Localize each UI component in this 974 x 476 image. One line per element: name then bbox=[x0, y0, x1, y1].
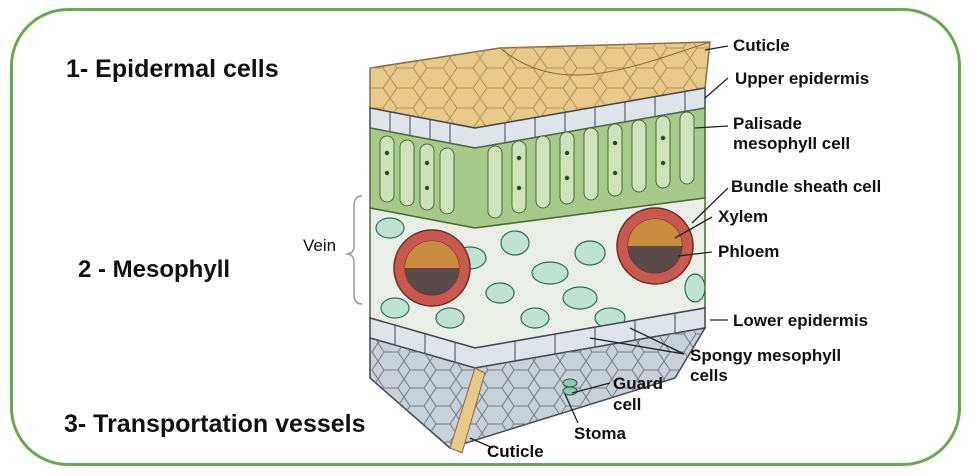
label-palisade-line2: mesophyll cell bbox=[733, 134, 850, 153]
label-stoma: Stoma bbox=[574, 424, 626, 443]
label-cuticle-top: Cuticle bbox=[733, 36, 790, 55]
leaf-cross-section-diagram: Cuticle Upper epidermis Palisade mesophy… bbox=[300, 28, 955, 468]
label-spongy-line2: cells bbox=[690, 366, 728, 385]
label-bundle-sheath: Bundle sheath cell bbox=[731, 177, 881, 196]
label-guard-line2: cell bbox=[613, 395, 641, 414]
label-lower-epidermis: Lower epidermis bbox=[733, 311, 868, 330]
vein-bracket bbox=[346, 196, 362, 304]
label-cuticle-bottom: Cuticle bbox=[487, 442, 544, 461]
label-xylem: Xylem bbox=[718, 207, 768, 226]
right-vascular-bundle bbox=[617, 208, 693, 284]
heading-epidermal-cells: 1- Epidermal cells bbox=[66, 55, 279, 84]
left-vascular-bundle bbox=[394, 230, 470, 306]
label-guard-line1: Guard bbox=[613, 374, 663, 393]
label-phloem: Phloem bbox=[718, 242, 779, 261]
label-spongy-line1: Spongy mesophyll bbox=[690, 346, 841, 365]
label-upper-epidermis: Upper epidermis bbox=[735, 69, 869, 88]
label-vein: Vein bbox=[303, 236, 336, 255]
label-palisade-line1: Palisade bbox=[733, 114, 802, 133]
heading-mesophyll: 2 - Mesophyll bbox=[78, 256, 230, 284]
